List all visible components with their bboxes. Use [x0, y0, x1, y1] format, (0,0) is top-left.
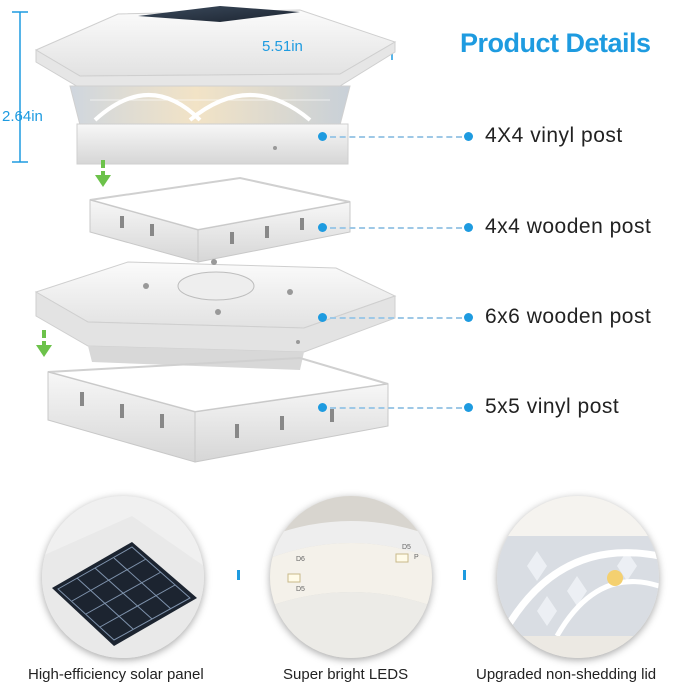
- product-details-title: Product Details: [460, 28, 651, 58]
- feature-separator: [237, 570, 240, 580]
- callout-leader-line: [330, 227, 462, 229]
- feature-separator: [463, 570, 466, 580]
- green-arrow-icon: [36, 330, 52, 357]
- fit-label-5x5-vinyl: 5x5 vinyl post: [485, 395, 620, 418]
- callout-dot: [464, 313, 473, 322]
- solar-cap-lid: [34, 6, 397, 89]
- feature-caption-lid: Upgraded non-shedding lid: [476, 666, 657, 683]
- led-mark: D6: [296, 556, 305, 563]
- adapter-frame-5x5: [47, 356, 389, 463]
- height-dimension-line: [12, 11, 28, 163]
- callout-leader-line: [330, 407, 462, 409]
- led-strip-icon: D6 D5 D5 P: [270, 496, 432, 658]
- callout-dot: [318, 223, 327, 232]
- callout-dot: [464, 132, 473, 141]
- solar-panel-icon: [42, 496, 204, 658]
- lantern-glass-band: [69, 85, 351, 126]
- led-mark: D5: [296, 586, 305, 593]
- callout-leader-line: [330, 136, 462, 138]
- height-dimension-label: 2.64in: [2, 108, 43, 125]
- cap-base: [76, 123, 349, 165]
- feature-caption-solar: High-efficiency solar panel: [28, 666, 204, 683]
- callout-dot: [318, 132, 327, 141]
- callout-leader-line: [330, 317, 462, 319]
- callout-dot: [318, 313, 327, 322]
- feature-caption-led: Super bright LEDS: [283, 666, 409, 683]
- led-mark: P: [414, 554, 419, 561]
- fit-label-4x4-wooden: 4x4 wooden post: [485, 215, 652, 238]
- lid-pattern-icon: [497, 496, 659, 658]
- width-dimension-label: 5.51in: [262, 38, 303, 55]
- base-plate-6x6: [34, 259, 397, 370]
- fit-label-4x4-vinyl: 4X4 vinyl post: [485, 124, 623, 147]
- post-cap-exploded-illustration: [12, 6, 397, 463]
- callout-dot: [464, 403, 473, 412]
- led-mark: D5: [402, 544, 411, 551]
- fit-label-6x6-wooden: 6x6 wooden post: [485, 305, 652, 328]
- green-arrow-icon: [95, 160, 111, 187]
- callout-dot: [464, 223, 473, 232]
- adapter-frame-4x4: [89, 176, 351, 263]
- callout-dot: [318, 403, 327, 412]
